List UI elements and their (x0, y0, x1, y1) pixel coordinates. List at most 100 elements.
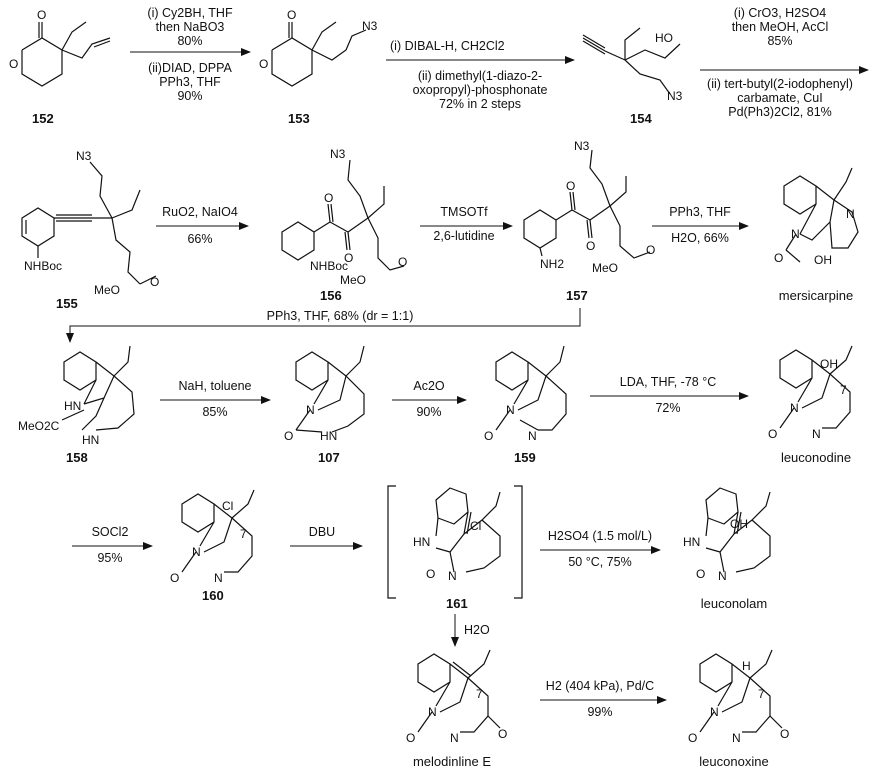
condition-text: 66% (187, 232, 212, 246)
compound-label-159: 159 (514, 450, 536, 465)
condition-text: H2SO4 (1.5 mol/L) (548, 529, 652, 543)
compound-label-mersicarpine: mersicarpine (779, 288, 853, 303)
structure-melodinline-e: 7 N O N O (406, 649, 507, 745)
atom-n: N (448, 569, 457, 583)
condition-text: H2 (404 kPa), Pd/C (546, 679, 654, 693)
atom-n3: N3 (362, 19, 378, 33)
compound-label-155: 155 (56, 296, 78, 311)
atom-c7: 7 (476, 687, 483, 701)
condition-text: 72% in 2 steps (439, 97, 521, 111)
condition-text: Pd(Ph3)2Cl2, 81% (728, 105, 832, 119)
atom-n3: N3 (76, 149, 92, 163)
atom-o: O (287, 8, 296, 22)
atom-hn: HN (683, 535, 700, 549)
atom-c7: 7 (840, 383, 847, 397)
condition-text: 85% (767, 34, 792, 48)
atom-n: N (812, 427, 821, 441)
condition-text: then MeOH, AcCl (732, 20, 829, 34)
atom-o: O (498, 727, 507, 741)
atom-nhboc: NHBoc (24, 259, 62, 273)
atom-hn: HN (413, 535, 430, 549)
condition-text: 90% (177, 89, 202, 103)
atom-o: O (768, 427, 777, 441)
atom-n3: N3 (330, 147, 346, 161)
atom-c7: 7 (758, 687, 765, 701)
structure-160: Cl 7 N O N (170, 489, 255, 585)
atom-ho: HO (655, 31, 673, 45)
atom-n: N (528, 429, 537, 443)
compound-label-leuconolam: leuconolam (701, 596, 768, 611)
condition-text: H2O (464, 623, 490, 637)
condition-text: then NaBO3 (156, 20, 225, 34)
bracket-right (514, 485, 523, 599)
atom-o: O (170, 571, 179, 585)
bracket-left (387, 485, 396, 599)
structure-159: N O N (484, 345, 567, 443)
condition-text: oxopropyl)-phosphonate (413, 83, 548, 97)
atom-o: O (344, 251, 353, 265)
condition-text: Ac2O (413, 379, 445, 393)
atom-o: O (150, 275, 159, 289)
condition-text: (i) CrO3, H2SO4 (734, 6, 826, 20)
atom-n: N (790, 401, 799, 415)
condition-text: 2,6-lutidine (433, 229, 494, 243)
atom-o: O (426, 567, 435, 581)
atom-o: O (696, 567, 705, 581)
compound-label-leuconodine: leuconodine (781, 450, 851, 465)
condition-text: (i) DIBAL-H, CH2Cl2 (390, 39, 505, 53)
atom-h: H (742, 659, 751, 673)
atom-o: O (398, 255, 407, 269)
compound-label-107: 107 (318, 450, 340, 465)
condition-text: DBU (309, 525, 335, 539)
structure-154: HO N3 (582, 27, 683, 103)
atom-n: N (710, 705, 719, 719)
atom-n3: N3 (574, 139, 590, 153)
structure-leuconolam: HN OH O N (683, 487, 771, 583)
condition-text: NaH, toluene (179, 379, 252, 393)
atom-n: N (306, 403, 315, 417)
structure-158: HN MeO2C HN (18, 345, 135, 447)
structure-107: N O HN (284, 345, 365, 443)
condition-text: (ii)DIAD, DPPA (148, 61, 232, 75)
condition-text: (ii) dimethyl(1-diazo-2- (418, 69, 542, 83)
condition-text: LDA, THF, -78 °C (620, 375, 716, 389)
condition-text: H2O, 66% (671, 231, 729, 245)
atom-n: N (846, 207, 855, 221)
condition-text: (ii) tert-butyl(2-iodophenyl) (707, 77, 853, 91)
atom-o: O (780, 727, 789, 741)
structure-156: O O N3 NHBoc MeO O (281, 147, 407, 287)
condition-text: 85% (202, 405, 227, 419)
structure-155: N3 NHBoc MeO O (21, 149, 159, 297)
atom-c7: 7 (240, 527, 247, 541)
atom-oh: OH (730, 517, 748, 531)
atom-o: O (406, 731, 415, 745)
condition-text: carbamate, CuI (737, 91, 822, 105)
atom-n: N (428, 705, 437, 719)
atom-o: O (586, 239, 595, 253)
atom-oh: OH (814, 253, 832, 267)
atom-meo: MeO (340, 273, 366, 287)
atom-nh2: NH2 (540, 257, 564, 271)
compound-label-158: 158 (66, 450, 88, 465)
atom-meo: MeO (592, 261, 618, 275)
structure-153: O O N3 (259, 8, 378, 87)
condition-text: TMSOTf (440, 205, 488, 219)
atom-n: N (214, 571, 223, 585)
atom-hn: HN (82, 433, 99, 447)
atom-hn: HN (320, 429, 337, 443)
atom-n3: N3 (667, 89, 683, 103)
atom-o: O (284, 429, 293, 443)
compound-label-156: 156 (320, 288, 342, 303)
atom-o: O (774, 251, 783, 265)
condition-text: (i) Cy2BH, THF (147, 6, 233, 20)
atom-o: O (9, 57, 18, 71)
atom-nhboc: NHBoc (310, 259, 348, 273)
atom-cl: Cl (222, 499, 233, 513)
atom-o: O (484, 429, 493, 443)
atom-oh: OH (820, 357, 838, 371)
structure-leuconodine: OH 7 N O N (768, 345, 853, 441)
atom-n: N (791, 227, 800, 241)
condition-text: 95% (97, 551, 122, 565)
atom-n: N (506, 403, 515, 417)
